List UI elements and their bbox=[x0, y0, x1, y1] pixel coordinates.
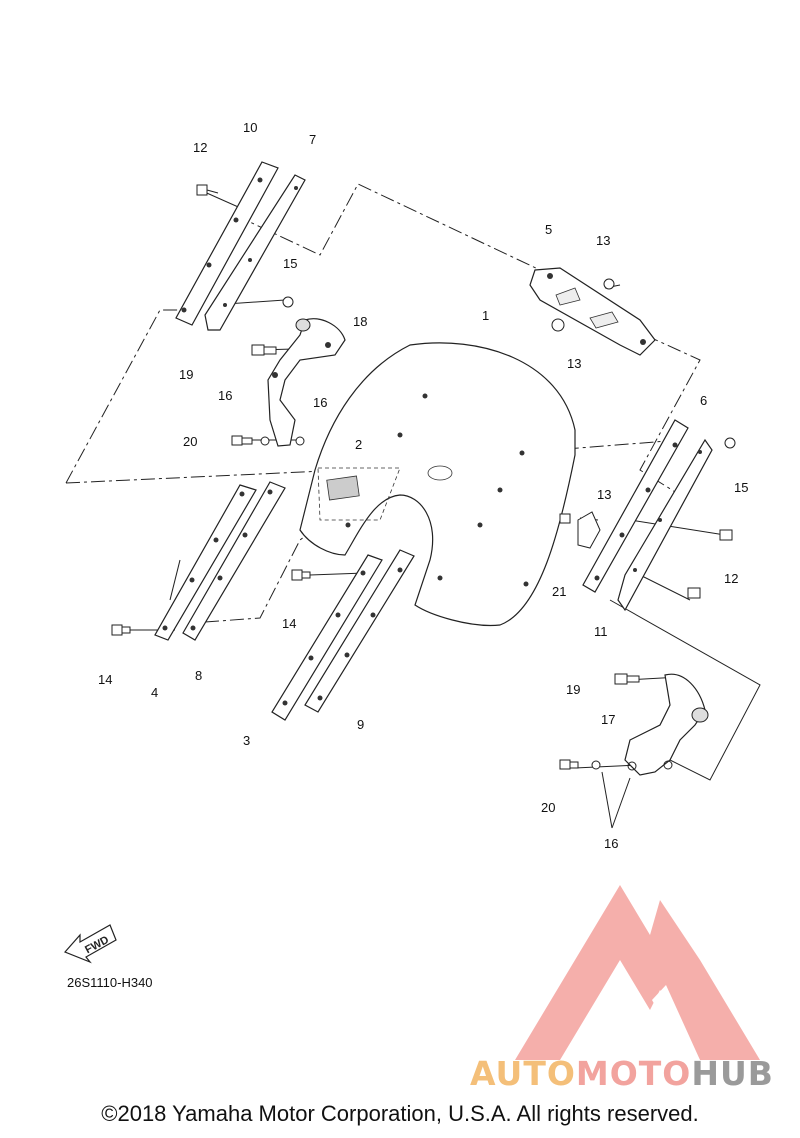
right-bolts bbox=[559, 437, 736, 599]
right-lower-bolts bbox=[559, 673, 640, 829]
part-label-16c: 16 bbox=[604, 836, 618, 851]
left-mount-bracket bbox=[267, 318, 346, 447]
watermark-logo bbox=[515, 885, 760, 1060]
part-label-16a: 16 bbox=[218, 388, 232, 403]
lower-left-plates bbox=[154, 481, 286, 641]
part-label-13a: 13 bbox=[596, 233, 610, 248]
part-label-2: 2 bbox=[355, 437, 362, 452]
part-label-13c: 13 bbox=[597, 487, 611, 502]
part-label-7: 7 bbox=[309, 132, 316, 147]
part-label-10: 10 bbox=[243, 120, 257, 135]
part-label-5: 5 bbox=[545, 222, 552, 237]
part-label-14b: 14 bbox=[282, 616, 296, 631]
reference-code: 26S1110-H340 bbox=[67, 975, 153, 990]
part-label-12a: 12 bbox=[193, 140, 207, 155]
part-label-20b: 20 bbox=[541, 800, 555, 815]
bolt-parts bbox=[196, 184, 305, 446]
part-label-17: 17 bbox=[601, 712, 615, 727]
part-label-19b: 19 bbox=[566, 682, 580, 697]
part-label-16b: 16 bbox=[313, 395, 327, 410]
part-label-15b: 15 bbox=[734, 480, 748, 495]
part-label-15a: 15 bbox=[283, 256, 297, 271]
copyright-notice: ©2018 Yamaha Motor Corporation, U.S.A. A… bbox=[101, 1101, 699, 1126]
watermark-auto: AUTO bbox=[470, 1054, 576, 1093]
part-label-13b: 13 bbox=[567, 356, 581, 371]
part-label-4: 4 bbox=[151, 685, 158, 700]
part-label-9: 9 bbox=[357, 717, 364, 732]
right-stay-parts bbox=[582, 419, 713, 612]
part-label-3: 3 bbox=[243, 733, 250, 748]
part-label-21: 21 bbox=[552, 584, 566, 599]
part-label-14a: 14 bbox=[98, 672, 112, 687]
lower-center-plates bbox=[271, 549, 415, 721]
watermark-hub: HUB bbox=[691, 1054, 774, 1093]
part-label-20a: 20 bbox=[183, 434, 197, 449]
watermark-text: AUTOMOTOHUB bbox=[470, 1054, 795, 1093]
part-labels: 1 2 3 4 5 6 7 8 9 10 11 12 12 13 13 13 1… bbox=[98, 120, 748, 851]
part-label-18: 18 bbox=[353, 314, 367, 329]
part-label-6: 6 bbox=[700, 393, 707, 408]
left-stay-parts bbox=[175, 161, 306, 331]
lower-bolts bbox=[111, 569, 311, 636]
part-label-12b: 12 bbox=[724, 571, 738, 586]
upper-bracket-part bbox=[529, 267, 656, 356]
right-mount-bracket bbox=[624, 673, 709, 776]
windshield-part bbox=[299, 342, 576, 627]
part-label-11: 11 bbox=[594, 624, 608, 639]
fwd-arrow-icon: FWD bbox=[63, 924, 117, 964]
watermark-moto: MOTO bbox=[575, 1054, 692, 1093]
part-label-8: 8 bbox=[195, 668, 202, 683]
part-label-19a: 19 bbox=[179, 367, 193, 382]
part-label-1: 1 bbox=[482, 308, 489, 323]
